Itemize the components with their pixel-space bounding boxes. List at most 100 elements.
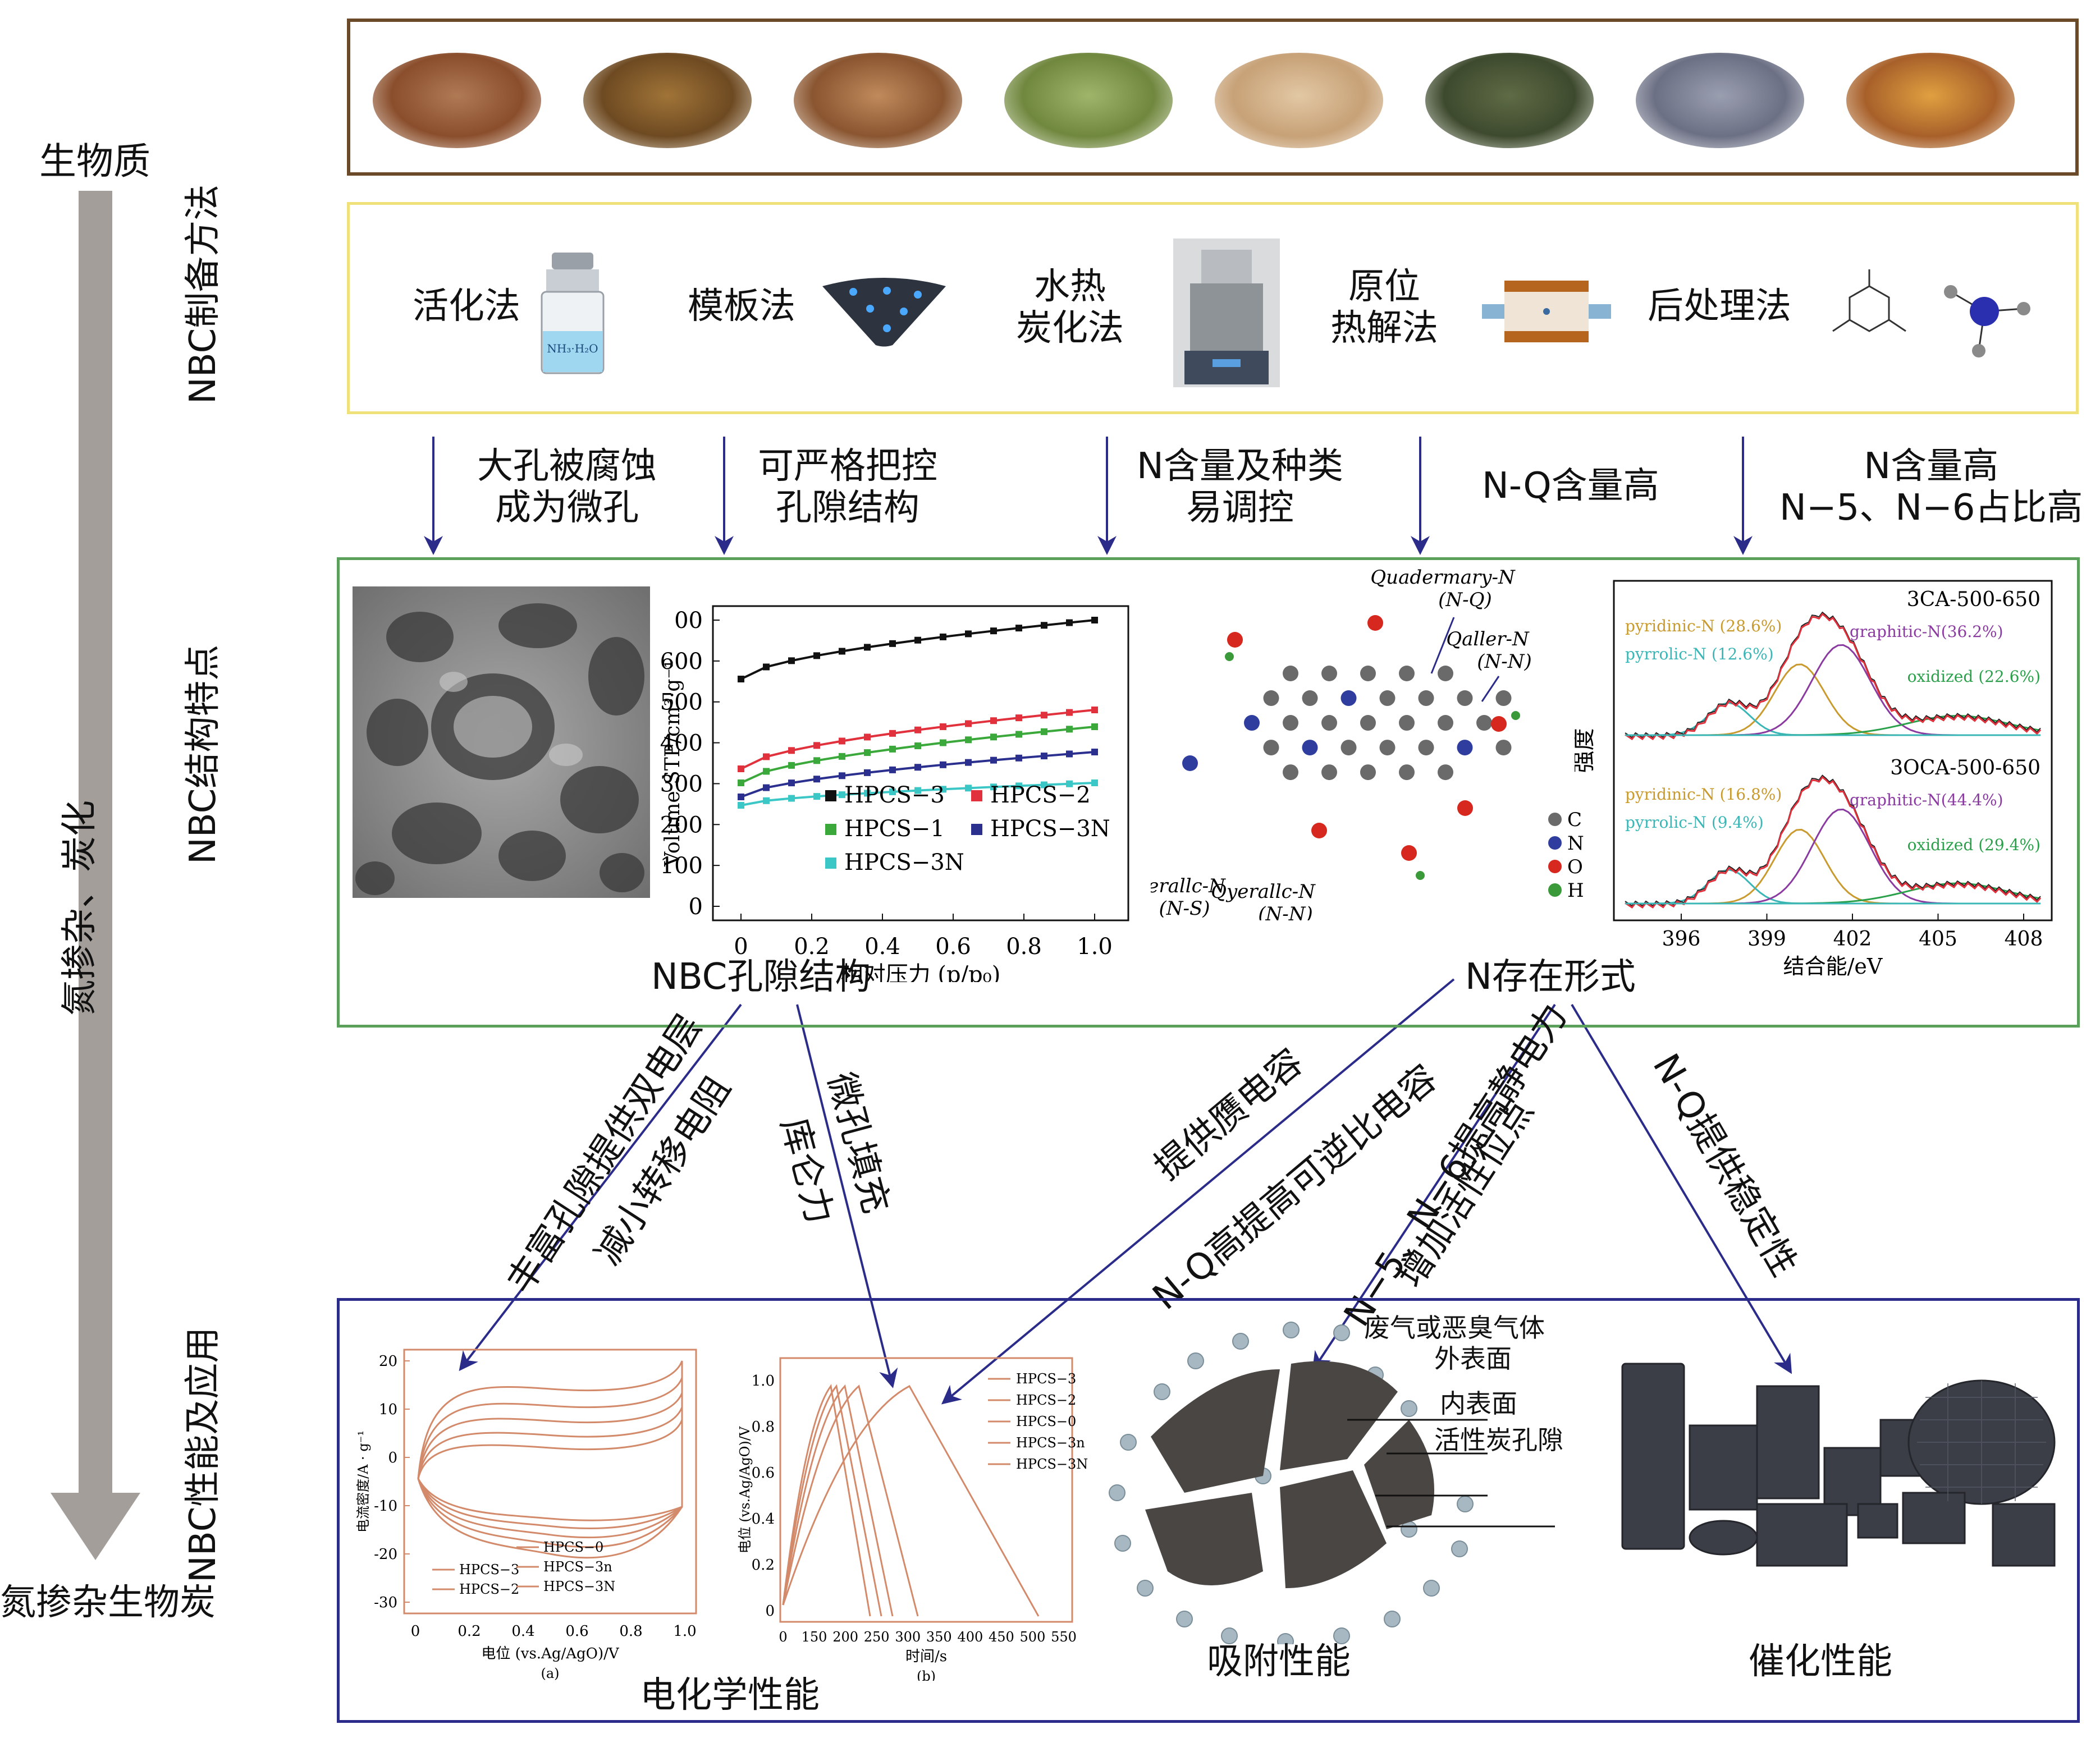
gcd-x-tick-label: 0	[779, 1629, 787, 1645]
isotherm-point	[738, 794, 744, 800]
isotherm-frame	[712, 605, 1129, 921]
isotherm-point	[813, 757, 820, 764]
xps-component-label: graphitic-N(36.2%)	[1850, 622, 2003, 641]
molecule-oxygen-atom	[1401, 845, 1417, 861]
template-icon	[822, 278, 946, 347]
isotherm-point	[1091, 707, 1098, 713]
xps-component-label: pyridinic-N (16.8%)	[1625, 785, 1782, 804]
molecule-carbon-atom	[1321, 715, 1337, 731]
isotherm-point	[763, 753, 770, 760]
gcd-ylabel: 电位 (vs.Ag/AgO)/V	[737, 1426, 753, 1553]
ads-label-outer-surface: 外表面	[1434, 1343, 1512, 1374]
isotherm-point	[1091, 749, 1098, 755]
biomass-image-6	[1425, 53, 1594, 148]
gcd-x-tick-label: 550	[1051, 1629, 1077, 1645]
xps-fit-envelope	[1625, 612, 2042, 741]
molecule-pointer	[1430, 617, 1455, 674]
gcd-x-tick-label: 400	[957, 1629, 983, 1645]
molecule-carbon-atom	[1495, 740, 1512, 756]
gcd-x-tick-label: 250	[864, 1629, 890, 1645]
annotation-template: 可严格把控 孔隙结构	[758, 446, 937, 529]
molecule-carbon-atom	[1457, 690, 1473, 707]
isotherm-point	[940, 723, 946, 730]
nh3-text: NH₃·H₂O	[547, 342, 598, 355]
isotherm-point	[738, 765, 744, 772]
app-catalysis-label: 催化性能	[1749, 1641, 1892, 1682]
isotherm-legend-swatch	[825, 824, 836, 835]
molecule-label: (N-N)	[1258, 903, 1313, 920]
gcd-legend-label: HPCS−3	[1016, 1371, 1076, 1387]
isotherm-point	[738, 676, 744, 682]
isotherm-y-tick-label: 300	[660, 771, 703, 797]
isotherm-point	[914, 742, 921, 750]
isotherm-point	[990, 733, 997, 741]
molecule-carbon-atom	[1263, 740, 1279, 756]
molecule-oxygen-atom	[1311, 823, 1327, 838]
cv-loop	[417, 1406, 683, 1529]
xps-component-label: pyrrolic-N (9.4%)	[1625, 813, 1764, 832]
molecule-nitrogen-atom	[1340, 690, 1357, 707]
molecule-legend-swatch	[1548, 860, 1562, 873]
isotherm-point	[763, 797, 770, 804]
molecule-carbon-atom	[1399, 666, 1415, 681]
cv-y-tick-label: -30	[374, 1594, 397, 1611]
isotherm-series-line	[740, 709, 1095, 770]
xps-x-tick-label: 405	[1919, 928, 1957, 951]
cv-legend-label: HPCS−3n	[543, 1559, 612, 1575]
molecule-carbon-atom	[1476, 715, 1492, 731]
molecule-carbon-atom	[1379, 740, 1396, 756]
molecule-label: Qyerallc-N	[1151, 875, 1226, 897]
gcd-y-tick-label: 0.4	[752, 1511, 775, 1528]
isotherm-point	[990, 717, 997, 724]
gcd-x-tick-label: 150	[802, 1629, 827, 1645]
app-electrochem-label: 电化学性能	[640, 1675, 820, 1716]
gcd-charge-discharge-curve	[782, 1384, 882, 1617]
isotherm-point	[839, 753, 845, 760]
molecule-label: (N-S)	[1159, 897, 1210, 920]
molecule-nitrogen-atom	[1182, 755, 1198, 771]
isotherm-point	[889, 730, 896, 737]
biomass-image-4	[1004, 53, 1173, 148]
isotherm-point	[763, 784, 770, 791]
isotherm-point	[1041, 781, 1047, 788]
molecule-legend-label: C	[1567, 809, 1582, 831]
molecule-carbon-atom	[1340, 740, 1357, 756]
ads-label-inner-surface: 内表面	[1440, 1388, 1517, 1419]
isotherm-point	[788, 795, 795, 802]
molecule-carbon-atom	[1399, 764, 1415, 781]
cv-x-tick-label: 0.8	[619, 1623, 642, 1640]
gcd-y-tick-label: 0	[765, 1603, 775, 1620]
molecule-label: Qyerallc-N	[1211, 881, 1316, 903]
isotherm-point	[1015, 625, 1022, 632]
isotherm-point	[965, 736, 972, 744]
molecule-nitrogen-atom	[1244, 715, 1260, 731]
molecule-carbon-atom	[1418, 740, 1434, 756]
xps-xlabel: 结合能/eV	[1783, 954, 1883, 979]
n-structure-molecule: Quadermary-N(N-Q)Qaller-N(N-N)Qyerallc-N…	[1151, 566, 1584, 920]
molecule-hydrogen-atom	[1511, 711, 1520, 720]
annotation-hydrothermal: N含量及种类 易调控	[1137, 446, 1343, 529]
gcd-x-tick-label: 300	[895, 1629, 921, 1645]
cv-y-tick-label: 10	[379, 1401, 397, 1418]
cv-loop	[417, 1360, 683, 1559]
cv-legend-label: HPCS−3N	[543, 1579, 615, 1594]
isotherm-point	[813, 776, 820, 783]
isotherm-point	[889, 766, 896, 773]
isotherm-point	[990, 783, 997, 791]
isotherm-point	[914, 726, 921, 733]
molecule-carbon-atom	[1283, 764, 1298, 781]
molecule-oxygen-atom	[1227, 632, 1243, 648]
xps-x-tick-label: 396	[1662, 928, 1701, 951]
xps-component-label: pyrrolic-N (12.6%)	[1625, 645, 1774, 663]
isotherm-point	[965, 785, 972, 792]
isotherm-point	[738, 802, 744, 809]
molecule-label: (N-N)	[1477, 650, 1532, 673]
molecule-carbon-atom	[1302, 690, 1318, 707]
isotherm-series-line	[740, 619, 1095, 680]
gcd-legend-label: HPCS−3n	[1016, 1435, 1085, 1451]
cv-x-tick-label: 0.4	[511, 1623, 534, 1640]
isotherm-y-tick-label: 400	[660, 731, 703, 756]
isotherm-point	[940, 633, 946, 640]
